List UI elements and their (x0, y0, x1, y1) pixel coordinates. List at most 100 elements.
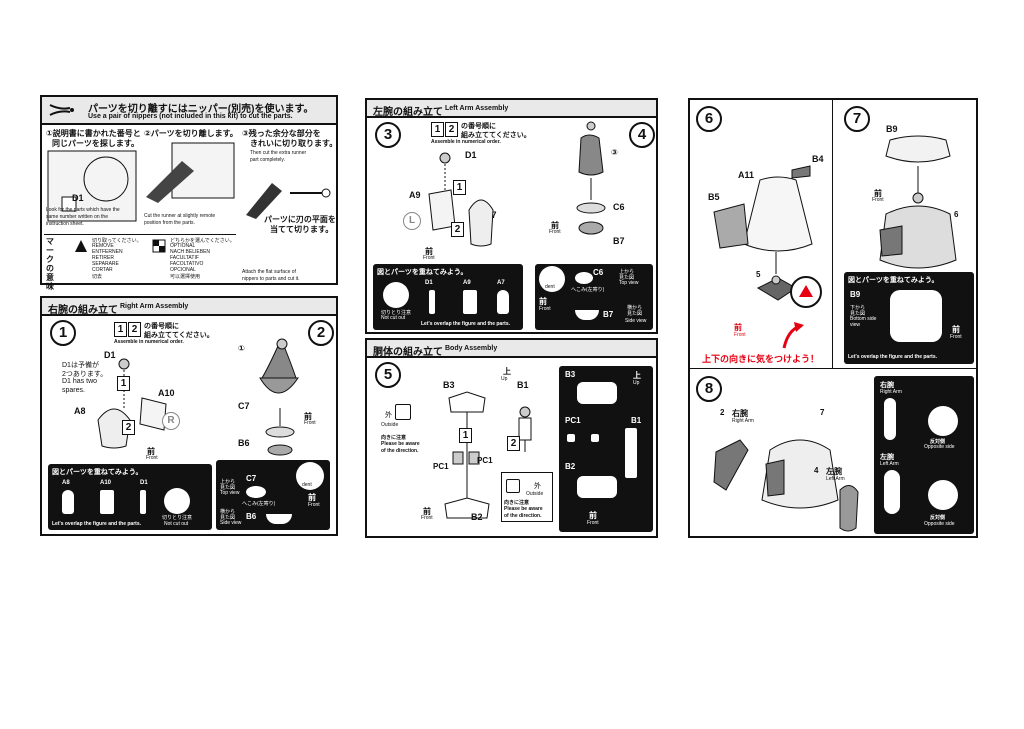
view-label: 見た図 (627, 311, 643, 317)
overlap-box: 図とパーツを重ねてみよう。 A8 A10 D1 切りとり注意 Not cut o… (48, 464, 212, 530)
ring-top-view (575, 272, 593, 284)
right-arm-label-en: Right Arm (732, 418, 754, 424)
body-header: 胴体の組み立て Body Assembly (367, 340, 656, 358)
direction-note-box: 外 Outside 向きに注意 Please be aware of the d… (501, 472, 553, 522)
divider (832, 100, 833, 368)
divider (690, 368, 978, 369)
opposite-side-silhouette (928, 406, 958, 436)
spare-note: 2つあります。 (62, 371, 108, 378)
view-box: dent C6 へこみ(左寄り) 上から 見た図 Top view 前 Fron… (535, 264, 653, 330)
outside-arrow-part (506, 479, 520, 493)
cut-note-en: Not cut out (164, 521, 189, 527)
step1-text: 同じパーツを探します。 (52, 139, 140, 148)
step2-en: position from the parts. (144, 220, 195, 226)
part-label: A7 (497, 280, 505, 286)
part-label: A9 (409, 190, 421, 200)
order-2-box: 2 (128, 322, 141, 337)
step-2-number: 2 (308, 320, 334, 346)
front-label: 前 (874, 189, 882, 198)
part-label: B9 (886, 124, 898, 134)
spare-note-en: spares. (62, 387, 85, 394)
part-label: C7 (238, 401, 250, 411)
side-marker: R (162, 412, 180, 430)
up-label: 上 (503, 367, 511, 376)
optional-lang: FACOLTATIVO (170, 261, 204, 267)
spare-note: D1は予備が (62, 362, 99, 369)
step-marker-2: 2 (122, 420, 135, 435)
step8-illustration (713, 439, 859, 532)
marks-label: マークの意味 (46, 237, 54, 291)
optional-lang: OPCIONAL (170, 267, 196, 273)
outside-arrow-part (395, 404, 411, 420)
optional-mark-icon (152, 239, 166, 253)
overlap-box: 図とパーツを重ねてみよう。 D1 A9 A7 切りとり注意 Not cut ou… (373, 264, 523, 330)
nippers-icon (49, 104, 74, 116)
step3-note-en: nippers to parts and cut it. (242, 276, 300, 282)
view-label-en: Side view (220, 520, 242, 526)
front-label: 前 (539, 297, 547, 306)
front-label-en: Front (421, 515, 433, 521)
view-label: 見た図 (619, 275, 635, 281)
step2-en: Cut the runner at slightly remote (144, 213, 216, 219)
front-label: 前 (423, 507, 431, 516)
runner-illustration (47, 150, 137, 222)
remove-lang: CORTAR (92, 267, 113, 273)
step-7-number: 7 (844, 106, 870, 132)
ref-label: 7 (820, 408, 825, 417)
step3-text: ③残った余分な部分を (242, 129, 321, 138)
step1-en: instruction sheet. (46, 221, 84, 227)
left-arm-label: 左腕 (880, 454, 894, 461)
order-text: の番号順に (461, 123, 496, 130)
step3-en: part completely. (250, 157, 285, 163)
right-arm-header: 右腕の組み立て Right Arm Assembly (42, 298, 336, 316)
part-label: B3 (443, 380, 455, 390)
remove-mark-icon (75, 240, 87, 252)
left-arm-label-en: Left Arm (826, 476, 845, 482)
order-2-box: 2 (445, 122, 458, 137)
optional-lang: OPTIONAL (170, 243, 196, 249)
step-3-number: 3 (375, 122, 401, 148)
up-label-en: Up (633, 380, 640, 386)
overlap-subtitle: Let's overlap the figure and the parts. (848, 354, 937, 360)
step-5-number: 5 (375, 362, 401, 388)
outside-label: 外 (385, 412, 392, 419)
step1-text: ①説明書に書かれた番号と (46, 129, 141, 138)
side-marker: L (403, 212, 421, 230)
part-label: B2 (565, 462, 576, 471)
outside-label-en: Outside (381, 422, 399, 428)
left-arm-title: 左腕の組み立て (373, 107, 443, 118)
step6-illustration (713, 165, 813, 301)
step3-note-en: Attach the flat surface of (242, 269, 296, 275)
step4-illustration (576, 121, 606, 235)
remove-mark-text: 切り取ってください。 (92, 238, 142, 244)
opposite-label-en: Opposite side (924, 444, 955, 450)
aware-label-en: of the direction. (381, 448, 419, 454)
ref-3: ③ (611, 148, 618, 157)
part-silhouette (140, 490, 146, 514)
part-label: B9 (850, 290, 861, 299)
dent-label: へこみ(左寄り) (242, 501, 276, 507)
part-label: A10 (158, 388, 175, 398)
overlap-subtitle: Let's overlap the figure and the parts. (421, 321, 510, 327)
nippers-header: パーツを切り離すにはニッパー(別売)を使います。 Use a pair of n… (42, 97, 336, 125)
left-arm-label: 左腕 (826, 467, 842, 476)
step2-illustration (259, 338, 299, 456)
part-silhouette (567, 434, 575, 442)
nippers-title: パーツを切り離すにはニッパー(別売)を使います。 (88, 104, 314, 115)
step3-en: Then cut the extra runner (250, 150, 307, 156)
left-arm-label-en: Left Arm (880, 461, 899, 467)
marks-legend: マークの意味 切り取ってください。 REMOVE ENTFERNEN RETIR… (44, 234, 236, 291)
up-label-en: Up (501, 376, 508, 382)
nippers-subtitle: Use a pair of nippers (not included in t… (88, 113, 293, 120)
aware-label: 向きに注意 (381, 435, 407, 441)
part-label: C6 (593, 268, 604, 277)
right-arm-title: 右腕の組み立て (48, 305, 118, 316)
outside-label-en: Outside (526, 491, 544, 497)
cut-illustration (146, 142, 235, 203)
view-label: 見た図 (220, 515, 236, 521)
part-silhouette (577, 382, 617, 404)
aware-label: 向きに注意 (504, 500, 530, 506)
body-title: 胴体の組み立て (373, 347, 443, 358)
ring-top-view (246, 486, 266, 498)
step1-en: Look for the parts which have the (46, 207, 120, 213)
